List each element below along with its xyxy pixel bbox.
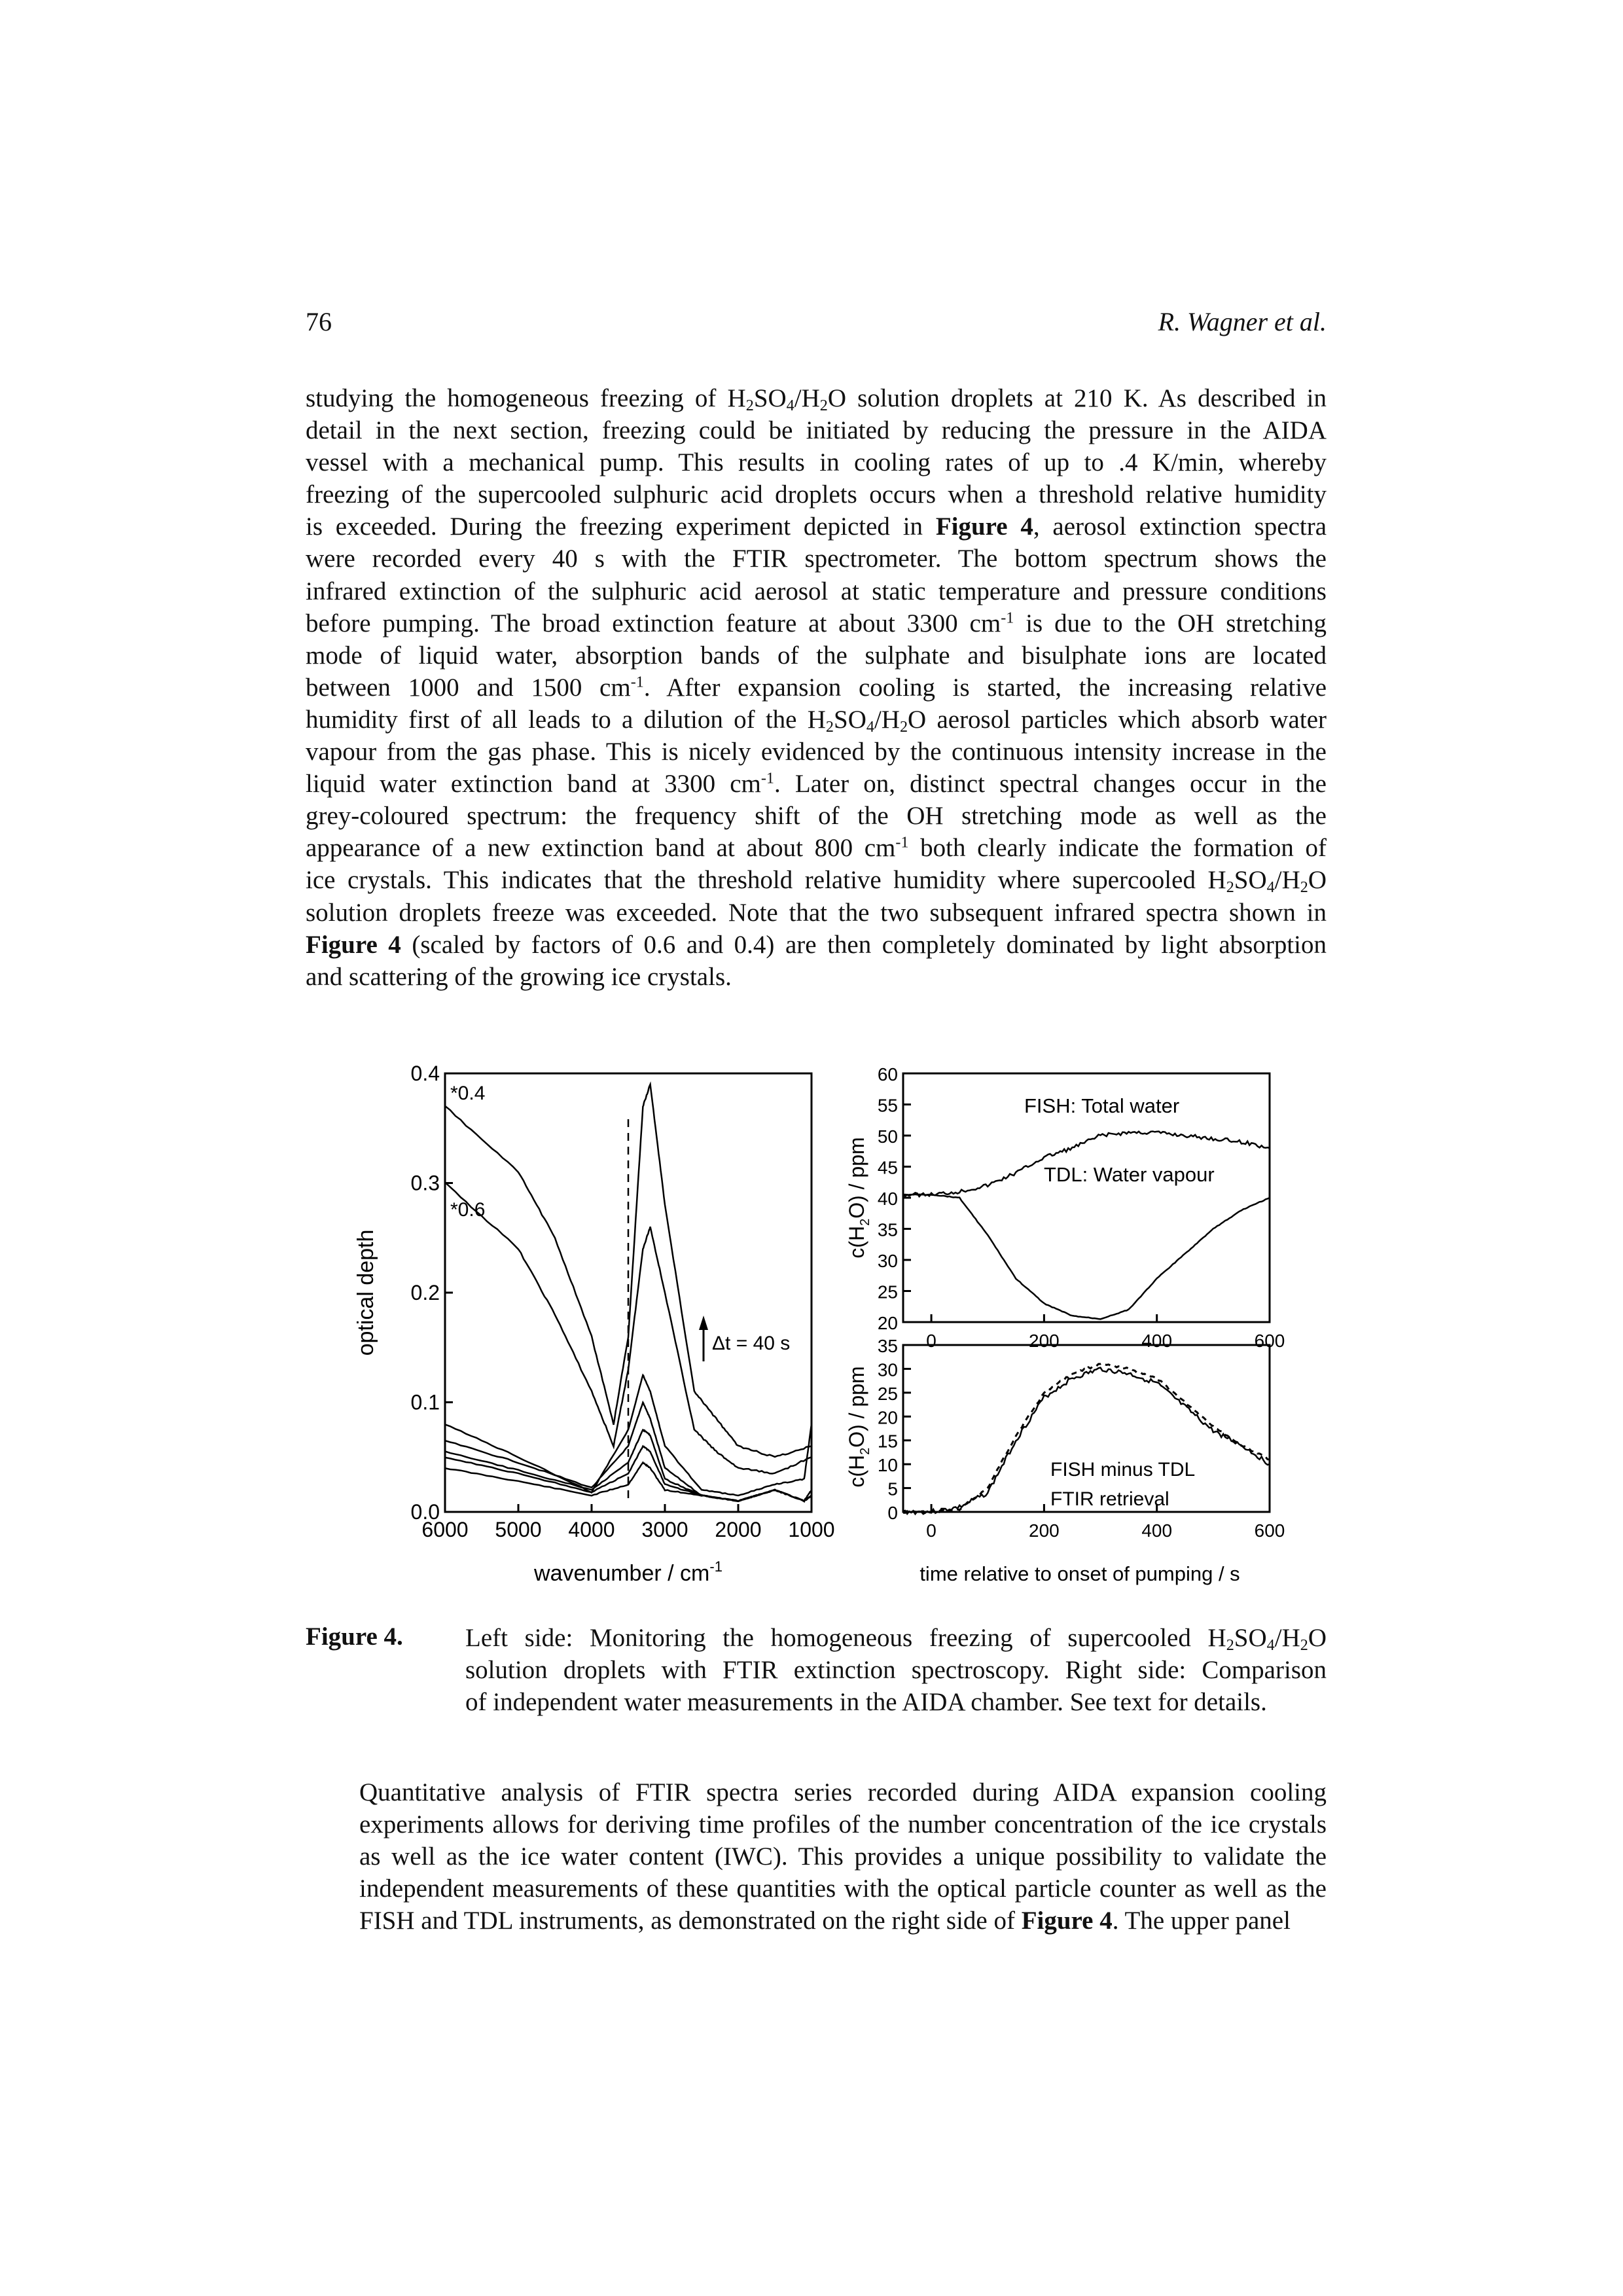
x-tick-label: 1000: [788, 1518, 834, 1541]
text-line: is exceeded. During the freezing experim…: [306, 512, 1327, 541]
tdl-vapour-line: [902, 1193, 1270, 1320]
y-tick-label: 60: [878, 1064, 898, 1085]
label-ftir-retrieval: FTIR retrieval: [1050, 1488, 1169, 1510]
x-tick-label: 5000: [495, 1518, 541, 1541]
right-bottom-frame: [902, 1344, 1271, 1513]
text-line: between 1000 and 1500 cm-1. After expans…: [306, 673, 1327, 702]
spectrum-line: [445, 1081, 812, 1458]
running-head: 76 R. Wagner et al.: [306, 306, 1327, 346]
text-line: of independent water measurements in the…: [465, 1688, 1267, 1717]
text-line: freezing of the supercooled sulphuric ac…: [306, 480, 1327, 509]
y-tick-label: 45: [878, 1158, 898, 1178]
right-bottom-ylabel: c(H2O) / ppm: [845, 1366, 872, 1487]
page-number: 76: [306, 307, 332, 336]
figure-4-chart: optical depth wavenumber / cm-1 0.0 0.1 0.…: [353, 1062, 1285, 1586]
right-bottom-chart: c(H2O) / ppm 35 30 25 20 15 10 5 0 0 200 400 600 F…: [845, 1336, 1285, 1585]
text-line: independent measurements of these quanti…: [359, 1874, 1327, 1903]
spectrum-line: [445, 1400, 812, 1503]
y-tick-label: 10: [878, 1455, 898, 1475]
x-tick-label: 0: [926, 1520, 936, 1541]
y-tick-label: 25: [878, 1282, 898, 1302]
left-ylabel: optical depth: [353, 1230, 378, 1356]
text-line: ice crystals. This indicates that the th…: [306, 866, 1327, 897]
label-tdl-vapour: TDL: Water vapour: [1044, 1163, 1215, 1186]
x-tick-label: 400: [1141, 1331, 1172, 1351]
body-paragraph-1: studying the homogeneous freezing of H2S…: [306, 382, 1327, 993]
y-tick-label: 50: [878, 1126, 898, 1147]
y-tick-label: 0.2: [411, 1281, 440, 1304]
right-top-ylabel: c(H2O) / ppm: [845, 1137, 872, 1258]
text-line: humidity first of all leads to a dilutio…: [306, 705, 1327, 736]
left-xlabel: wavenumber / cm-1: [533, 1558, 722, 1586]
annotation-scale-04: *0.4: [450, 1083, 485, 1104]
right-xlabel: time relative to onset of pumping / s: [919, 1562, 1240, 1585]
text-line: FISH and TDL instruments, as demonstrate…: [359, 1907, 1291, 1935]
delta-t-arrowhead: [699, 1316, 708, 1330]
spectrum-line: [445, 1181, 812, 1475]
y-tick-label: 20: [878, 1313, 898, 1333]
x-tick-label: 3000: [641, 1518, 688, 1541]
x-tick-label: 200: [1029, 1331, 1060, 1351]
fish-minus-tdl-line: [902, 1367, 1270, 1516]
label-fish-total: FISH: Total water: [1024, 1094, 1179, 1117]
text-line: mode of liquid water, absorption bands o…: [306, 641, 1327, 670]
text-line: experiments allows for deriving time pro…: [359, 1810, 1327, 1839]
figure-4: optical depth wavenumber / cm-1 0.0 0.1 0.…: [340, 1047, 1309, 1604]
body-paragraph-2: Quantitative analysis of FTIR spectra se…: [306, 1776, 1327, 1937]
text-line: solution droplets freeze was exceeded. N…: [306, 898, 1327, 927]
y-tick-label: 0.0: [411, 1500, 440, 1524]
text-line: Quantitative analysis of FTIR spectra se…: [359, 1778, 1327, 1806]
text-line: as well as the ice water content (IWC). …: [359, 1842, 1327, 1871]
left-spectra-chart: optical depth wavenumber / cm-1 0.0 0.1 0.…: [353, 1062, 835, 1586]
x-tick-label: 2000: [715, 1518, 761, 1541]
x-tick-label: 4000: [568, 1518, 615, 1541]
text-line: appearance of a new extinction band at a…: [306, 834, 1327, 863]
text-line: vessel with a mechanical pump. This resu…: [306, 448, 1327, 477]
text-line: studying the homogeneous freezing of H2S…: [306, 384, 1327, 415]
caption-text: Left side: Monitoring the homogeneous fr…: [465, 1622, 1327, 1718]
text-line: grey-coloured spectrum: the frequency sh…: [306, 802, 1327, 831]
x-tick-label: 0: [926, 1331, 936, 1351]
y-tick-label: 30: [878, 1251, 898, 1271]
y-tick-label: 20: [878, 1407, 898, 1427]
label-fish-minus-tdl: FISH minus TDL: [1050, 1459, 1195, 1480]
y-tick-label: 35: [878, 1220, 898, 1240]
running-author: R. Wagner et al.: [1158, 307, 1327, 336]
fish-total-line: [902, 1130, 1270, 1198]
y-tick-label: 25: [878, 1384, 898, 1404]
y-tick-label: 55: [878, 1096, 898, 1116]
text-line: liquid water extinction band at 3300 cm-…: [306, 769, 1327, 798]
x-tick-label: 6000: [421, 1518, 468, 1541]
y-tick-label: 15: [878, 1431, 898, 1452]
annotation-delta-t: Δt = 40 s: [712, 1333, 790, 1354]
y-tick-label: 0.4: [411, 1062, 440, 1085]
text-line: and scattering of the growing ice crysta…: [306, 962, 732, 991]
y-tick-label: 0.1: [411, 1391, 440, 1414]
y-tick-label: 0.3: [411, 1172, 440, 1195]
x-tick-label: 400: [1141, 1520, 1172, 1541]
caption-label: Figure 4.: [306, 1623, 403, 1651]
spectrum-line: [445, 1373, 812, 1497]
y-tick-label: 5: [887, 1479, 898, 1499]
text-line: before pumping. The broad extinction fea…: [306, 609, 1327, 637]
text-line: Left side: Monitoring the homogeneous fr…: [465, 1624, 1327, 1655]
x-tick-label: 600: [1255, 1520, 1285, 1541]
y-tick-label: 40: [878, 1189, 898, 1209]
text-line: solution droplets with FTIR extinction s…: [465, 1656, 1327, 1685]
text-line: vapour from the gas phase. This is nicel…: [306, 738, 1327, 766]
y-tick-label: 35: [878, 1336, 898, 1356]
y-tick-label: 30: [878, 1359, 898, 1380]
y-tick-label: 0: [887, 1503, 898, 1523]
text-line: infrared extinction of the sulphuric aci…: [306, 577, 1327, 605]
text-line: detail in the next section, freezing cou…: [306, 416, 1327, 445]
x-tick-label: 200: [1029, 1520, 1060, 1541]
text-line: Figure 4 (scaled by factors of 0.6 and 0…: [306, 930, 1327, 959]
text-line: were recorded every 40 s with the FTIR s…: [306, 545, 1327, 573]
annotation-scale-06: *0.6: [450, 1199, 485, 1221]
